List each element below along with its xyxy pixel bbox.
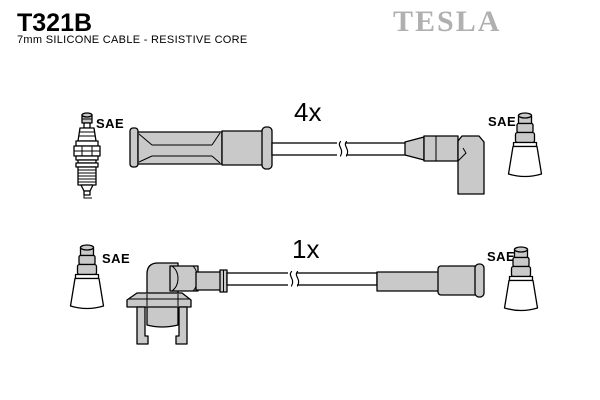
cable-break-icon [338,140,343,157]
sae-terminal-icon [503,246,539,312]
straight-connector-icon [376,263,485,298]
elbow-boot-connector-icon [404,135,485,195]
cable-row-1: SAE 4x [73,97,543,199]
quantity-row2: 1x [292,234,319,264]
sae-label-row1-left: SAE [96,116,124,131]
sae-terminal-icon [507,112,543,178]
spark-plug-icon [73,112,101,199]
brand-logo: TESLA [393,5,501,38]
straight-boot-connector-icon [129,126,273,170]
cable-bottom [226,270,378,287]
cable-break-icon [289,270,294,287]
quantity-row1: 4x [294,97,321,127]
sae-label-row2-right: SAE [487,249,515,264]
shielded-elbow-boot-connector-icon [126,262,228,345]
part-number: T321B [17,9,92,37]
sae-label-row2-left: SAE [102,251,130,266]
cable-top [271,140,407,157]
sae-terminal-icon [69,244,105,310]
sae-label-row1-right: SAE [488,114,516,129]
cable-row-2: SAE [69,234,539,345]
product-description: 7mm SILICONE CABLE - RESISTIVE CORE [17,34,248,46]
